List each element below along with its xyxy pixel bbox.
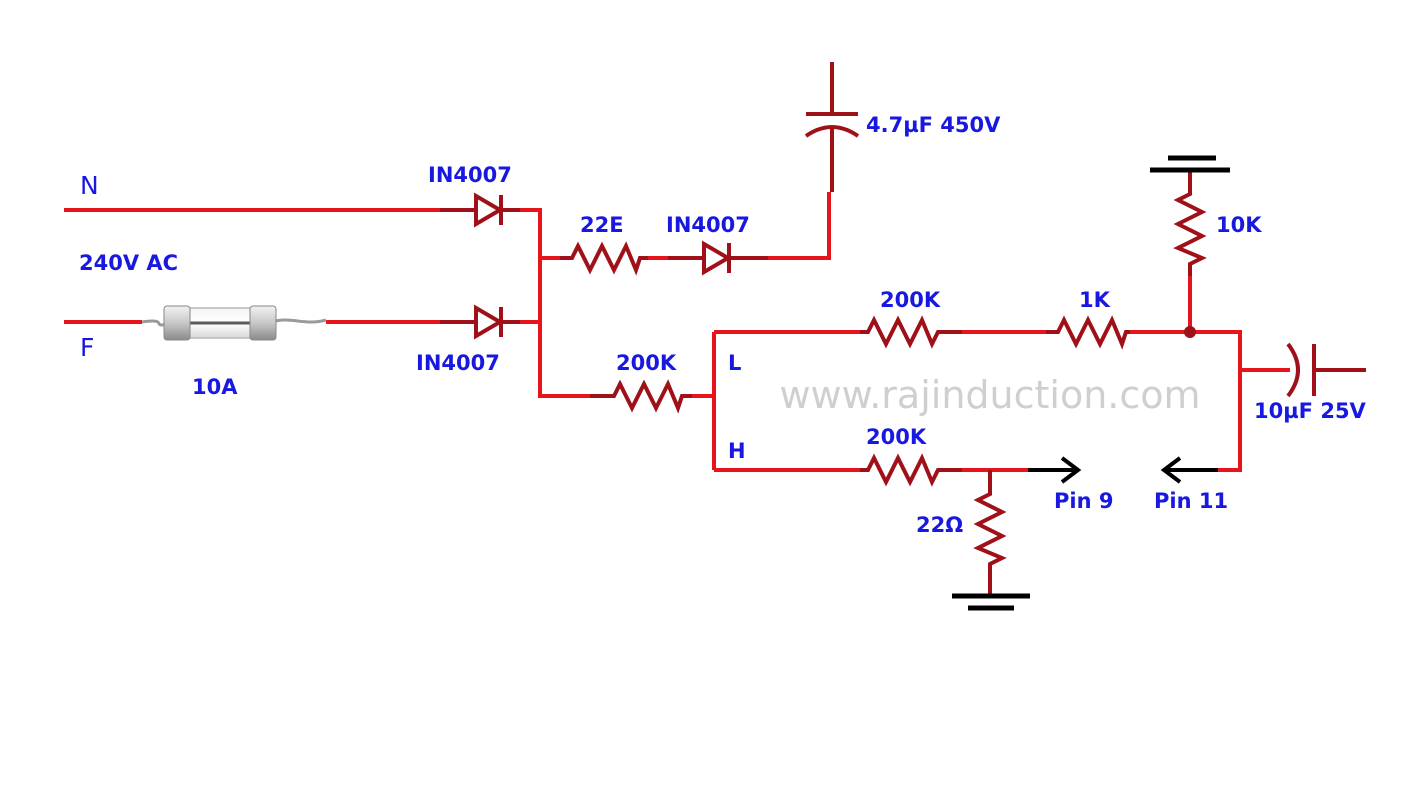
- components: [440, 62, 1366, 596]
- label-resistor-10k: 10K: [1216, 213, 1262, 237]
- branch-200k-left-wire: [538, 322, 590, 398]
- label-resistor-200k-left: 200K: [616, 351, 677, 375]
- capacitor-small: [1286, 342, 1366, 398]
- label-resistor-200k-top: 200K: [880, 288, 941, 312]
- label-node-l: L: [728, 351, 741, 375]
- label-node-h: H: [728, 439, 746, 463]
- label-mains: 240V AC: [79, 251, 178, 275]
- label-fuse: 10A: [192, 375, 238, 399]
- ground-22ohm: [952, 593, 1030, 611]
- ground-10k: [1150, 155, 1230, 173]
- resistor-22e: [560, 241, 648, 276]
- resistor-200k-left: [590, 379, 692, 414]
- fuse-cap-left: [163, 305, 191, 341]
- diode-middle: [668, 240, 768, 276]
- pin11-arrow: [1160, 456, 1218, 484]
- resistor-200k-bottom: [860, 453, 962, 487]
- pin9-arrow: [1028, 456, 1082, 484]
- label-phase: F: [80, 333, 94, 362]
- resistor-10k: [1173, 172, 1207, 276]
- diode-top-out-wire: [520, 208, 542, 322]
- label-diode-bottom: IN4007: [416, 351, 500, 375]
- label-pin9: Pin 9: [1054, 489, 1113, 513]
- resistor-1k: [1046, 315, 1130, 350]
- diode-top: [440, 192, 520, 228]
- label-diode-top: IN4007: [428, 163, 512, 187]
- fuse-cap-right: [249, 305, 277, 341]
- resistor-200k-top: [860, 315, 962, 349]
- label-pin11: Pin 11: [1154, 489, 1228, 513]
- label-cap-main: 4.7µF 450V: [866, 113, 1001, 137]
- junction-dot: [1184, 326, 1196, 338]
- diode-to-cap-wire: [768, 192, 831, 260]
- label-resistor-22ohm: 22Ω: [916, 513, 963, 537]
- watermark: www.rajinduction.com: [779, 373, 1200, 417]
- fuse: [141, 305, 327, 341]
- label-diode-middle: IN4007: [666, 213, 750, 237]
- label-resistor-22e: 22E: [580, 213, 624, 237]
- label-cap-small: 10µF 25V: [1254, 399, 1367, 423]
- resistor-22ohm: [973, 470, 1007, 596]
- label-resistor-200k-bottom: 200K: [866, 425, 927, 449]
- capacitor-main: [804, 62, 860, 192]
- diode-bottom: [440, 304, 520, 340]
- label-neutral: N: [80, 171, 99, 200]
- label-resistor-1k: 1K: [1079, 288, 1111, 312]
